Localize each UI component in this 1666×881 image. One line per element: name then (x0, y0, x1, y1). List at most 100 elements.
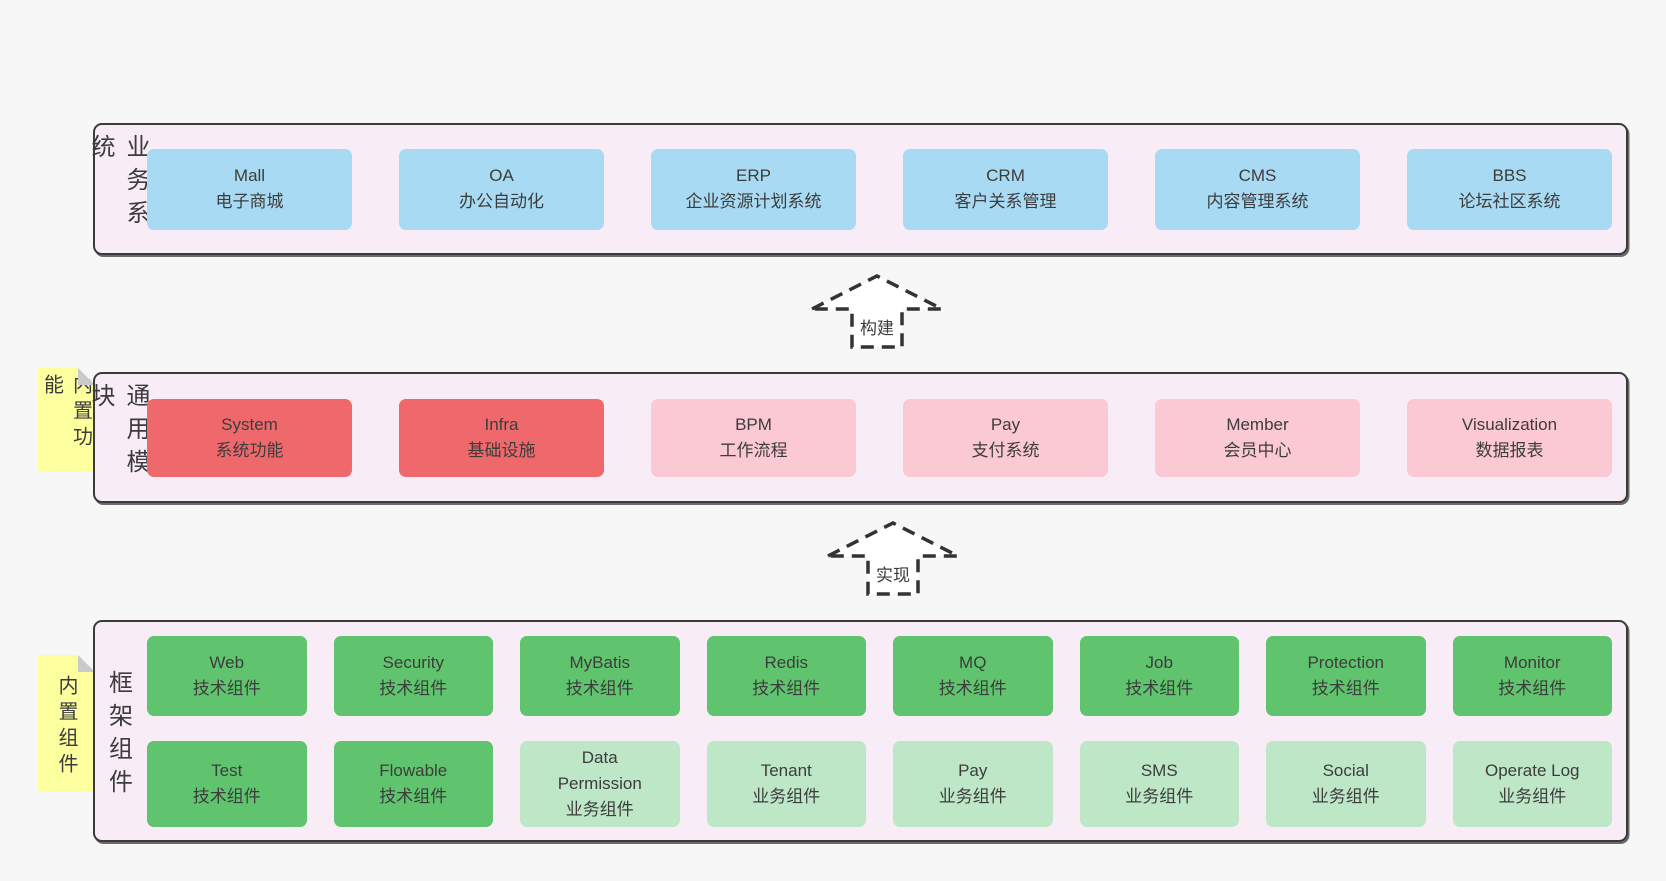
box-title: Test (211, 760, 243, 780)
box-title: CRM (986, 166, 1025, 185)
box-pay: Pay 支付系统 (903, 398, 1108, 477)
box-mq: MQ 技术组件 (893, 635, 1053, 716)
box-subtitle: 论坛社区系统 (1458, 192, 1561, 211)
dashed-up-arrow-icon (811, 274, 943, 349)
box-cms: CMS 内容管理系统 (1155, 148, 1360, 230)
box-title: Tenant (760, 760, 812, 780)
box-subtitle: 业务组件 (1125, 786, 1194, 806)
box-sms: SMS 业务组件 (1079, 740, 1239, 827)
box-bpm: BPM 工作流程 (651, 398, 856, 477)
box-oa: OA 办公自动化 (399, 148, 604, 230)
box-subtitle: 工作流程 (719, 440, 788, 460)
box-social: Social 业务组件 (1266, 740, 1426, 827)
box-subtitle: 系统功能 (215, 440, 284, 460)
box-mall: Mall 电子商城 (147, 148, 352, 230)
note-text: 内置组件 (55, 674, 77, 779)
arrow-implement: 实现 (825, 519, 961, 597)
box-system: System 系统功能 (147, 398, 352, 477)
box-subtitle: 数据报表 (1475, 440, 1544, 460)
box-data-permission: Data Permission 业务组件 (520, 740, 680, 827)
box-title: Job (1145, 652, 1173, 672)
box-title: BBS (1492, 166, 1527, 185)
box-subtitle: 业务组件 (565, 799, 634, 819)
sticky-note-builtin-features: 内置功能 (38, 368, 95, 472)
box-title: CMS (1238, 166, 1277, 185)
box-subtitle: 技术组件 (1125, 678, 1194, 698)
dashed-up-arrow-icon (827, 521, 959, 596)
box-monitor: Monitor 技术组件 (1452, 635, 1612, 716)
box-title: OA (489, 166, 514, 185)
box-crm: CRM 客户关系管理 (903, 148, 1108, 230)
box-title: SMS (1140, 760, 1178, 780)
box-subtitle: 技术组件 (192, 678, 261, 698)
box-title: Data Permission (557, 747, 642, 793)
box-subtitle: 技术组件 (1498, 678, 1567, 698)
box-tenant: Tenant 业务组件 (706, 740, 866, 827)
box-title: ERP (736, 166, 771, 185)
box-title: Infra (484, 414, 519, 434)
box-subtitle: 内容管理系统 (1206, 192, 1309, 211)
box-subtitle: 技术组件 (192, 786, 261, 806)
box-mybatis: MyBatis 技术组件 (520, 635, 680, 716)
box-subtitle: 业务组件 (1498, 786, 1567, 806)
box-subtitle: 技术组件 (379, 786, 448, 806)
box-subtitle: 业务组件 (1311, 786, 1380, 806)
box-subtitle: 办公自动化 (459, 192, 544, 211)
box-title: Mall (233, 166, 266, 185)
box-protection: Protection 技术组件 (1266, 635, 1426, 716)
box-title: Redis (764, 652, 808, 672)
box-subtitle: 业务组件 (938, 786, 1007, 806)
box-subtitle: 支付系统 (971, 440, 1040, 460)
panel-label: 业务系统 (87, 134, 149, 233)
box-web: Web 技术组件 (147, 635, 307, 716)
box-pay: Pay 业务组件 (893, 740, 1053, 827)
box-subtitle: 客户关系管理 (954, 192, 1057, 211)
box-subtitle: 电子商城 (215, 192, 284, 211)
box-subtitle: 技术组件 (938, 678, 1007, 698)
box-title: BPM (735, 414, 772, 434)
arrow-label: 实现 (876, 566, 910, 585)
note-text: 内置功能 (40, 374, 92, 452)
box-title: Pay (990, 414, 1021, 434)
box-title: Pay (958, 760, 988, 780)
box-subtitle: 会员中心 (1223, 440, 1292, 460)
box-subtitle: 技术组件 (752, 678, 821, 698)
box-redis: Redis 技术组件 (706, 635, 866, 716)
box-subtitle: 技术组件 (1311, 678, 1380, 698)
box-title: MQ (959, 652, 987, 672)
box-bbs: BBS 论坛社区系统 (1407, 148, 1612, 230)
box-title: MyBatis (569, 652, 630, 672)
box-title: Web (209, 652, 245, 672)
box-title: Security (382, 652, 444, 672)
box-subtitle: 业务组件 (752, 786, 821, 806)
box-title: Monitor (1503, 652, 1561, 672)
box-flowable: Flowable 技术组件 (333, 740, 493, 827)
box-member: Member 会员中心 (1155, 398, 1360, 477)
box-subtitle: 技术组件 (565, 678, 634, 698)
box-security: Security 技术组件 (333, 635, 493, 716)
box-title: Member (1226, 414, 1289, 434)
sticky-note-builtin-components: 内置组件 (38, 655, 95, 792)
box-title: System (221, 414, 278, 434)
box-title: Social (1322, 760, 1369, 780)
box-title: Flowable (379, 760, 448, 780)
arrow-build: 构建 (809, 272, 945, 350)
box-subtitle: 技术组件 (379, 678, 448, 698)
panel-label: 框架组件 (104, 669, 132, 802)
arrow-label: 构建 (860, 319, 894, 338)
box-title: Protection (1307, 652, 1385, 672)
